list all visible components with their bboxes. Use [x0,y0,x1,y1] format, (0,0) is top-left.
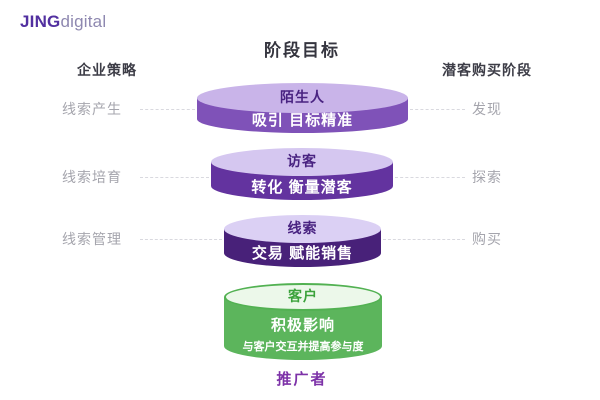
funnel-stage-customer-label: 客户 [288,287,318,304]
funnel-stage-customer-subgoal: 与客户交互并提高参与度 [242,340,364,353]
funnel-stage-customer-top: 客户 [224,283,382,311]
funnel-stage-lead-top: 线索 [224,215,381,243]
funnel-stage-lead: 交易 赋能销售 线索 [224,215,381,267]
funnel-stage-customer-goal: 积极影响 [270,316,335,334]
funnel-stage-stranger-goal: 吸引 目标精准 [251,112,354,129]
funnel-stage-stranger-top: 陌生人 [197,83,408,113]
funnel-stage-stranger-label: 陌生人 [280,89,325,105]
strategy-label-lead-management: 线索管理 [62,231,122,247]
funnel-stage-visitor: 转化 衡量潜客 访客 [211,148,393,200]
logo-jing-text: JING [20,12,61,31]
funnel-stage-stranger: 吸引 目标精准 陌生人 [197,83,408,133]
funnel-stage-visitor-goal: 转化 衡量潜客 [251,178,353,196]
page-title: 阶段目标 [264,41,340,60]
funnel-stage-visitor-top: 访客 [211,148,393,176]
funnel-stage-lead-goal: 交易 赋能销售 [251,244,354,262]
buying-stage-label-discover: 发现 [472,101,502,117]
connector-dash-left-3 [140,239,222,240]
connector-dash-right-2 [395,177,465,178]
buying-stage-label-purchase: 购买 [472,231,502,247]
funnel-stage-customer-body: 积极影响 与客户交互并提高参与度 [224,297,382,360]
logo-digital-text: digital [60,12,107,31]
funnel-stage-lead-label: 线索 [287,220,318,236]
connector-dash-left-1 [140,109,195,110]
strategy-label-lead-generation: 线索产生 [62,101,122,117]
funnel-stage-lead-body: 交易 赋能销售 [224,229,381,267]
connector-dash-right-1 [410,109,465,110]
connector-dash-right-3 [383,239,465,240]
strategy-column-header: 企业策略 [77,62,137,78]
funnel-stage-customer: 积极影响 与客户交互并提高参与度 客户 [224,283,382,360]
funnel-stage-visitor-label: 访客 [287,153,317,169]
funnel-bottom-label-promoter: 推广者 [276,371,328,388]
buying-stage-column-header: 潜客购买阶段 [442,62,532,78]
strategy-label-lead-nurturing: 线索培育 [62,169,122,185]
logo: JINGdigital [20,12,106,32]
connector-dash-left-2 [140,177,209,178]
buying-stage-label-explore: 探索 [472,169,502,185]
